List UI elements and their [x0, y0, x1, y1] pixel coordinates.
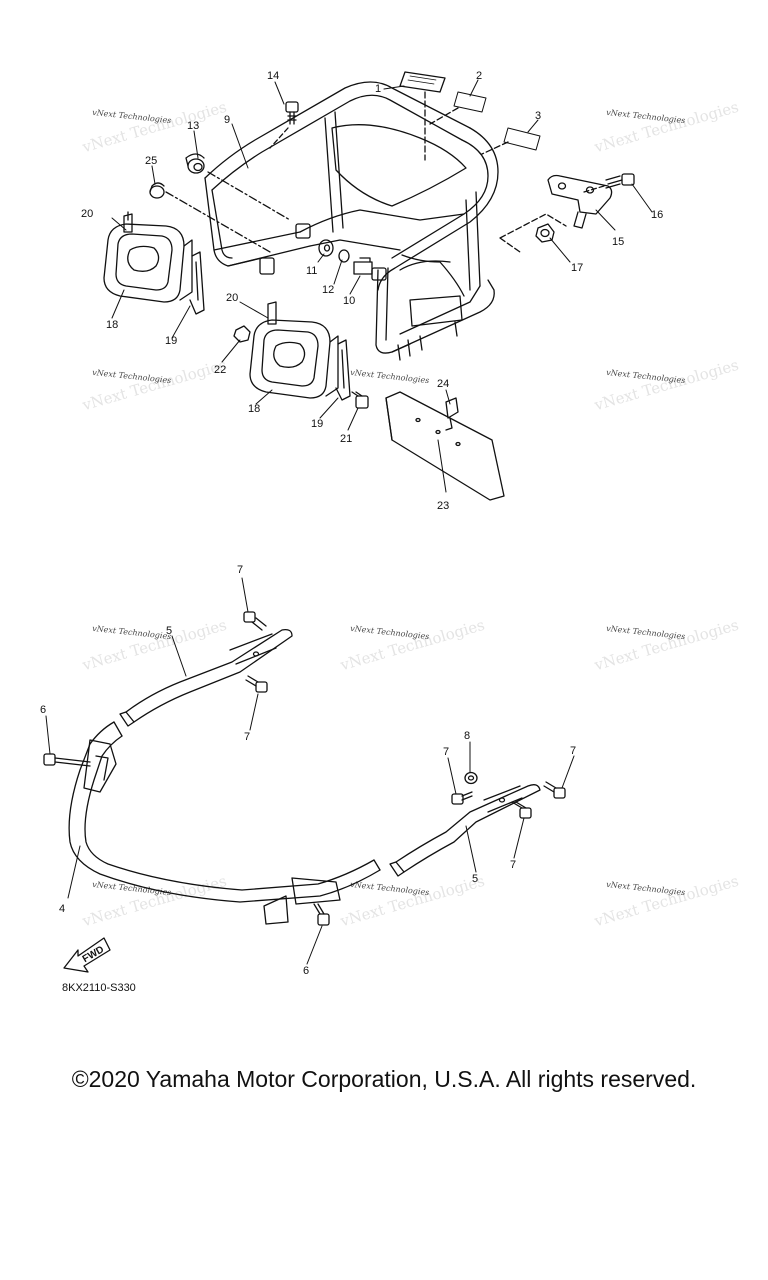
label-sticker-3 — [503, 127, 541, 151]
callout-19: 19 — [165, 335, 177, 347]
leader-dashes — [583, 185, 605, 193]
bolt-6 — [313, 903, 330, 926]
bolt-7 — [543, 781, 566, 799]
callout-18: 18 — [106, 319, 118, 331]
plug-25 — [149, 182, 165, 199]
callout-8: 8 — [464, 730, 470, 742]
bolt-7 — [243, 611, 267, 631]
leader-dashes — [165, 191, 271, 253]
rail-5-lower — [389, 784, 541, 877]
collar-12 — [338, 249, 350, 263]
stay-19-left — [189, 251, 205, 315]
bolt-7 — [451, 791, 473, 805]
callout-24: 24 — [437, 378, 449, 390]
callout-20: 20 — [226, 292, 238, 304]
callout-16: 16 — [651, 209, 663, 221]
bumper-4 — [68, 721, 381, 925]
callout-7: 7 — [244, 731, 250, 743]
callout-14: 14 — [267, 70, 279, 82]
callout-4: 4 — [59, 903, 65, 915]
trim-20-left — [123, 211, 133, 233]
bolt-10 — [353, 257, 373, 275]
callout-22: 22 — [214, 364, 226, 376]
callout-23: 23 — [437, 500, 449, 512]
callout-20: 20 — [81, 208, 93, 220]
trim-20-right — [267, 301, 277, 325]
diagram-code: 8KX2110-S330 — [62, 982, 136, 994]
copyright-notice: ©2020 Yamaha Motor Corporation, U.S.A. A… — [71, 1066, 697, 1092]
nut-22 — [233, 325, 251, 343]
leader-dashes — [499, 213, 567, 253]
bolt-14 — [285, 101, 299, 125]
bolt-6 — [43, 753, 91, 767]
callout-5: 5 — [166, 625, 172, 637]
rail-5-upper — [119, 628, 293, 727]
light-housing-18-right — [249, 319, 339, 399]
stay-19-right — [335, 339, 351, 401]
bracket-15 — [547, 174, 613, 229]
plate-23 — [385, 391, 505, 501]
leader-dashes — [269, 127, 289, 149]
nut-8 — [464, 771, 478, 785]
bolt-7 — [511, 801, 532, 819]
callout-1: 1 — [375, 83, 381, 95]
leader-dashes — [424, 91, 509, 161]
callout-17: 17 — [571, 262, 583, 274]
fwd-label: FWD — [81, 944, 106, 965]
grommet-13 — [185, 153, 205, 174]
callout-7: 7 — [570, 745, 576, 757]
callout-21: 21 — [340, 433, 352, 445]
bolt-16 — [605, 173, 635, 189]
callout-9: 9 — [224, 114, 230, 126]
bolt-7 — [245, 675, 268, 693]
callout-19: 19 — [311, 418, 323, 430]
rear-rack-frame — [204, 81, 499, 361]
callout-6: 6 — [40, 704, 46, 716]
label-sticker-2 — [453, 91, 487, 113]
washer-11 — [318, 239, 334, 257]
callout-18: 18 — [248, 403, 260, 415]
label-sticker-1-hatch — [407, 75, 437, 85]
bolt-21 — [351, 391, 369, 409]
callout-12: 12 — [322, 284, 334, 296]
callout-leaders — [45, 79, 653, 965]
callout-10: 10 — [343, 295, 355, 307]
callout-7: 7 — [443, 746, 449, 758]
label-sticker-1 — [399, 71, 446, 93]
clip-24 — [445, 397, 459, 431]
callout-13: 13 — [187, 120, 199, 132]
callout-7: 7 — [510, 859, 516, 871]
callout-25: 25 — [145, 155, 157, 167]
callout-11: 11 — [306, 265, 317, 277]
fwd-arrow-icon: FWD — [63, 937, 111, 973]
callout-15: 15 — [612, 236, 624, 248]
callout-5: 5 — [472, 873, 478, 885]
callout-7: 7 — [237, 564, 243, 576]
light-housing-18-left — [103, 223, 193, 303]
callout-2: 2 — [476, 70, 482, 82]
leader-dashes — [207, 171, 291, 221]
callout-6: 6 — [303, 965, 309, 977]
callout-3: 3 — [535, 110, 541, 122]
